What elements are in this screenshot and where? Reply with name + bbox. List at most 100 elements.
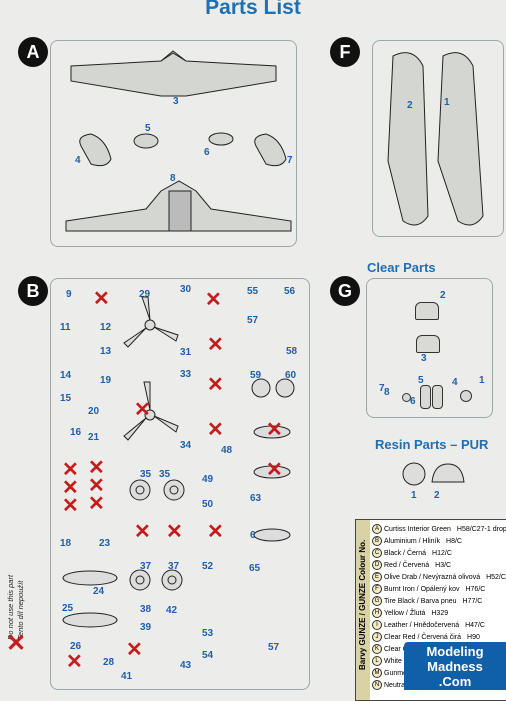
section-badge-g: G bbox=[330, 276, 360, 306]
part-num-b: 60 bbox=[285, 370, 297, 381]
part-num-b: 19 bbox=[100, 375, 112, 386]
part-num-b: 30 bbox=[180, 284, 192, 295]
part-num-g: 1 bbox=[479, 375, 485, 386]
part-num-a-6: 6 bbox=[204, 147, 210, 158]
part-num-b: 48 bbox=[221, 445, 233, 456]
part-num-b: 15 bbox=[60, 393, 72, 404]
lens-part bbox=[420, 385, 431, 409]
part-num-b: 34 bbox=[180, 440, 192, 451]
part-num-b: 58 bbox=[286, 346, 298, 357]
part-num-b: 57 bbox=[268, 642, 280, 653]
propeller-drawing bbox=[123, 296, 179, 348]
wheel-drawing bbox=[129, 569, 183, 591]
colour-name: Olive Drab / Nevýrazná olivová bbox=[384, 573, 481, 581]
colour-letter: B bbox=[372, 536, 382, 546]
resin-parts-drawing bbox=[402, 462, 465, 486]
part-num-b: 18 bbox=[60, 538, 72, 549]
colour-letter: H bbox=[372, 608, 382, 618]
section-badge-a: A bbox=[18, 37, 48, 67]
do-not-use-mark: ✕ bbox=[266, 419, 283, 441]
colour-code: H47/C bbox=[465, 621, 485, 629]
part-num-b: 13 bbox=[100, 346, 112, 357]
part-num-b: 31 bbox=[180, 347, 192, 358]
part-num-b: 35 bbox=[140, 469, 152, 480]
part-num-b: 41 bbox=[121, 671, 133, 682]
colour-code: H329 bbox=[431, 609, 449, 617]
part-num-b: 59 bbox=[250, 370, 262, 381]
colour-letter: E bbox=[372, 572, 382, 582]
part-num-f-2: 2 bbox=[407, 100, 413, 111]
do-not-use-mark: ✕ bbox=[62, 459, 79, 481]
colour-letter: L bbox=[372, 656, 382, 666]
colour-name: Neutral Gray bbox=[384, 681, 424, 689]
part-num-b: 52 bbox=[202, 561, 214, 572]
modeling-madness-watermark: Modeling Madness .Com bbox=[404, 642, 506, 690]
part-num-a-7: 7 bbox=[287, 155, 293, 166]
wm-line1: Modeling bbox=[426, 644, 484, 659]
part-num-g: 7 bbox=[379, 383, 385, 394]
do-not-use-mark: ✕ bbox=[207, 521, 224, 543]
part-num-b: 35 bbox=[159, 469, 171, 480]
do-not-use-mark: ✕ bbox=[207, 334, 224, 356]
sprue-g bbox=[366, 278, 493, 418]
colour-letter: D bbox=[372, 560, 382, 570]
section-badge-b: B bbox=[18, 276, 48, 306]
part-num-b: 24 bbox=[93, 586, 105, 597]
colour-code: H8/C bbox=[446, 537, 462, 545]
colour-name: Clear Red / Červená čirá bbox=[384, 633, 462, 641]
colour-name: Gunmetal bbox=[384, 669, 415, 677]
colour-name: Yellow / Žlutá bbox=[384, 609, 426, 617]
colour-code: H52/C bbox=[486, 573, 506, 581]
colour-letter: C bbox=[372, 548, 382, 558]
lens-part bbox=[460, 390, 472, 402]
page-title: Parts List bbox=[205, 0, 301, 19]
colour-table-header-text: Barvy GUNZE / GUNZE Colour No. bbox=[358, 539, 367, 670]
colour-name: Tire Black / Barva pneu bbox=[384, 597, 457, 605]
do-not-use-mark: ✕ bbox=[134, 521, 151, 543]
part-num-b: 26 bbox=[70, 641, 82, 652]
colour-letter: F bbox=[372, 584, 382, 594]
clear-parts-title: Clear Parts bbox=[367, 260, 436, 275]
colour-letter: K bbox=[372, 644, 382, 654]
resin-parts-title: Resin Parts – PUR bbox=[375, 437, 489, 452]
part-num-b: 43 bbox=[180, 660, 192, 671]
colour-name: Burnt Iron / Opálený kov bbox=[384, 585, 460, 593]
colour-table-header: Barvy GUNZE / GUNZE Colour No. bbox=[356, 520, 370, 700]
part-num-b: 37 bbox=[168, 561, 180, 572]
sprue-a bbox=[50, 40, 297, 247]
colour-code: H58/C27-1 drop bbox=[456, 525, 506, 533]
part-num-b: 57 bbox=[247, 315, 259, 326]
part-num-b: 29 bbox=[139, 289, 151, 300]
colour-letter: J bbox=[372, 632, 382, 642]
colour-name: Black / Černá bbox=[384, 549, 427, 557]
part-num-b: 28 bbox=[103, 657, 115, 668]
do-not-use-mark: ✕ bbox=[205, 289, 222, 311]
colour-name: Leather / Hnědočervená bbox=[384, 621, 460, 629]
colour-letter: I bbox=[372, 620, 382, 630]
colour-letter: M bbox=[372, 668, 382, 678]
drop-tank-drawing bbox=[62, 570, 118, 586]
wing-top-drawing bbox=[65, 50, 292, 232]
colour-code: H90 bbox=[467, 633, 480, 641]
do-not-use-mark: ✕ bbox=[207, 374, 224, 396]
colour-name: White / Bílá bbox=[384, 657, 420, 665]
part-num-a-4: 4 bbox=[75, 155, 81, 166]
part-num-b: 55 bbox=[247, 286, 259, 297]
colour-code: H3/C bbox=[435, 561, 452, 569]
lens-part bbox=[402, 393, 411, 402]
fuselage-drawing bbox=[387, 52, 484, 226]
part-num-a-3: 3 bbox=[173, 96, 179, 107]
part-num-b: 21 bbox=[88, 432, 100, 443]
do-not-use-mark: ✕ bbox=[134, 399, 151, 421]
part-num-b: 49 bbox=[202, 474, 214, 485]
part-num-b: 42 bbox=[166, 605, 178, 616]
do-not-use-mark: ✕ bbox=[88, 475, 105, 497]
colour-name: Red / Červená bbox=[384, 561, 430, 569]
part-num-b: 33 bbox=[180, 369, 192, 380]
